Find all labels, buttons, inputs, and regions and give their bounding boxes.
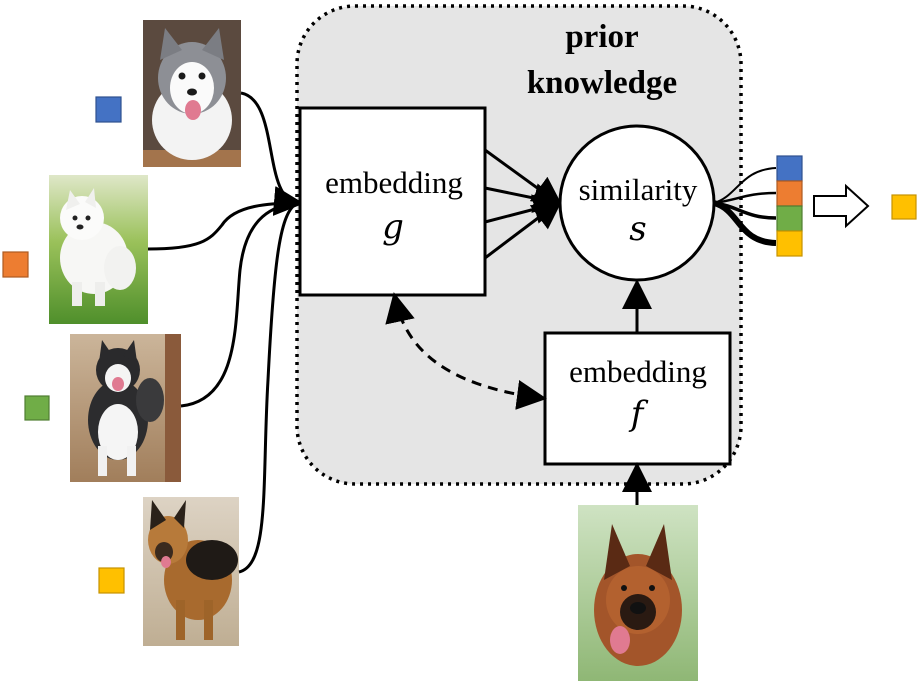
connector-malamute-to-g xyxy=(180,201,299,408)
samoyed-photo xyxy=(49,175,148,324)
prediction-arrow xyxy=(813,183,870,229)
output-square-orange xyxy=(776,180,803,207)
output-line-blue xyxy=(713,167,777,204)
label-square-yellow xyxy=(98,567,125,594)
arrow-g-to-s-4 xyxy=(484,199,563,260)
german-shepherd-query-photo xyxy=(578,505,698,681)
connector-samoyed-to-g xyxy=(147,201,299,251)
similarity-node: similarity s xyxy=(558,124,716,282)
similarity-symbol: s xyxy=(629,209,646,249)
embedding-f-label: embedding xyxy=(569,354,707,389)
output-line-orange xyxy=(713,191,777,205)
predicted-label-square xyxy=(891,194,917,220)
shared-weights-dashed-arrow xyxy=(385,292,547,410)
prior-knowledge-title-line2: knowledge xyxy=(527,65,677,101)
husky-puppy-photo xyxy=(143,20,241,167)
similarity-label: similarity xyxy=(579,172,698,207)
connector-shepherd-to-g xyxy=(238,201,299,574)
output-line-yellow xyxy=(712,200,777,246)
german-shepherd-photo xyxy=(143,497,239,646)
malamute-photo xyxy=(70,334,181,482)
connector-husky-to-g xyxy=(240,91,304,216)
label-square-orange xyxy=(2,251,29,278)
label-square-green xyxy=(24,395,50,421)
embedding-g-box: embedding g xyxy=(298,106,487,297)
label-square-blue xyxy=(95,96,122,123)
prior-knowledge-title-line1: prior xyxy=(565,19,638,55)
output-label-stack xyxy=(776,155,803,257)
output-square-blue xyxy=(776,155,803,182)
output-square-yellow xyxy=(776,230,803,257)
embedding-g-label: embedding xyxy=(325,165,463,200)
output-square-green xyxy=(776,205,803,232)
embedding-g-symbol: g xyxy=(382,207,404,247)
embedding-f-box: embedding f xyxy=(543,331,732,466)
